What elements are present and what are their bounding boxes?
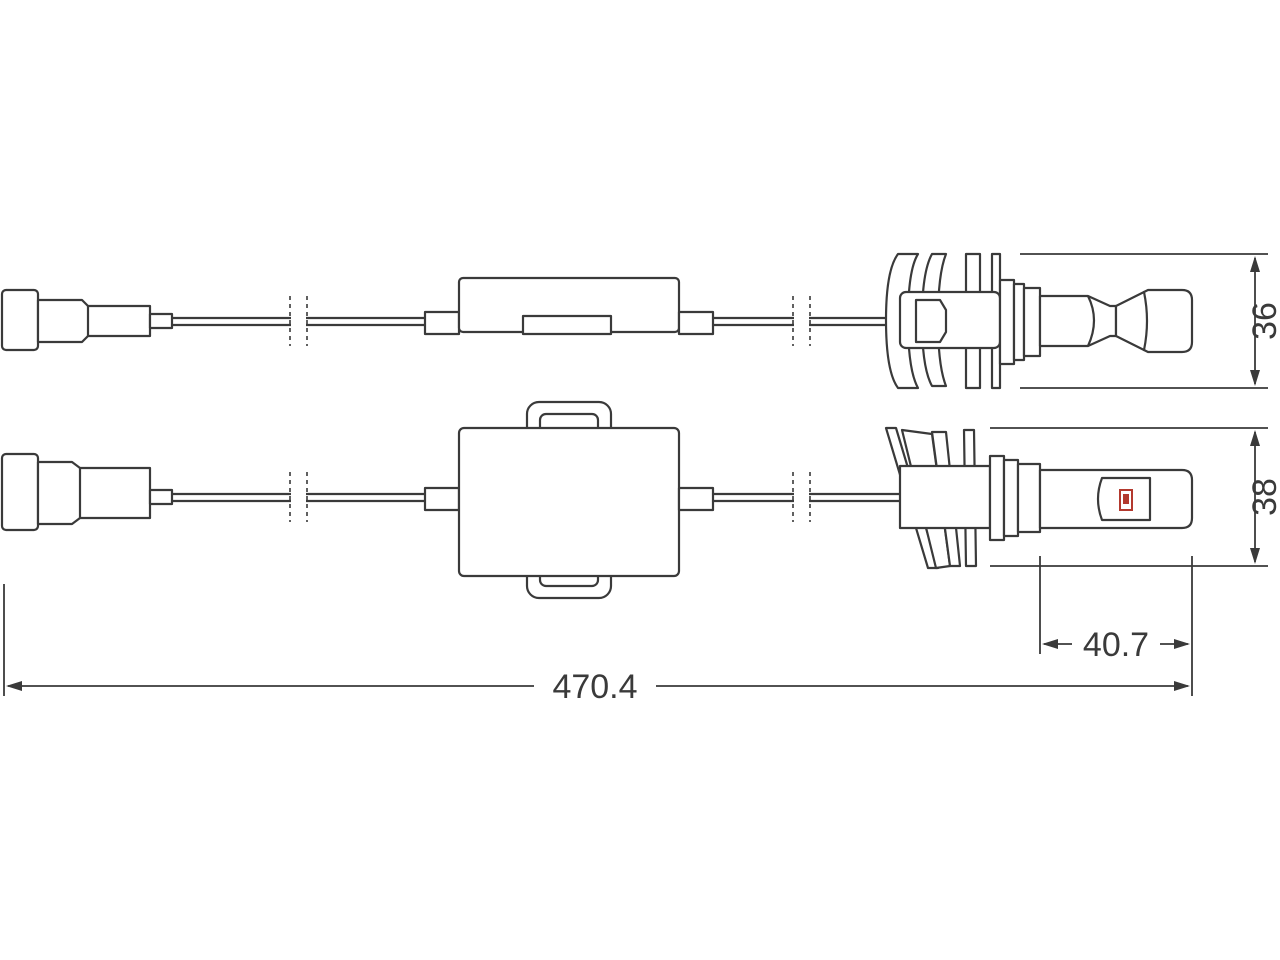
bottom-bulb-body <box>988 454 1194 542</box>
top-cable-right <box>711 296 902 346</box>
bottom-assembly <box>0 400 1194 600</box>
dimension-label-top-height: 36 <box>1246 302 1280 340</box>
dimension-overall-length: 470.4 <box>3 584 1190 706</box>
bottom-cable-left <box>170 472 427 522</box>
bottom-plug-connector <box>0 452 174 532</box>
top-control-box <box>423 276 715 336</box>
bottom-control-box <box>423 400 715 600</box>
bottom-heatsink-fins <box>884 426 992 570</box>
top-heatsink-fins <box>884 252 1002 390</box>
dimension-top-height: 36 <box>1020 253 1280 389</box>
top-assembly <box>0 252 1194 390</box>
dimension-label-overall-length: 470.4 <box>552 668 637 706</box>
dimension-label-base-length: 40.7 <box>1083 626 1149 664</box>
top-cable-left <box>170 296 427 346</box>
dimension-bottom-height: 38 <box>990 427 1280 567</box>
bottom-cable-right <box>711 472 902 522</box>
top-bulb-body <box>998 278 1194 366</box>
top-plug-connector <box>0 288 174 352</box>
dimension-base-length: 40.7 <box>1039 556 1193 696</box>
dimension-label-bottom-height: 38 <box>1246 478 1280 516</box>
